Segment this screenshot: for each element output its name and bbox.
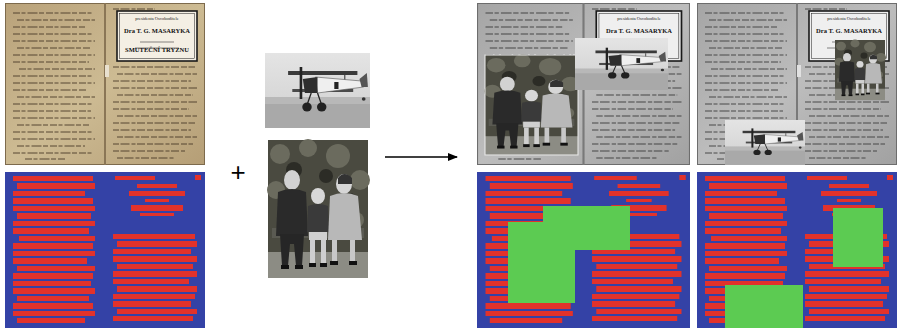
composite-mask <box>477 172 690 328</box>
composite-mask <box>697 172 897 328</box>
text-mask <box>5 172 205 328</box>
plus-sign: + <box>230 159 245 185</box>
family-photo <box>267 139 370 278</box>
card-text: presidenta Osvoboditele <box>135 17 179 22</box>
document-page <box>5 3 205 165</box>
inserted-family-photo <box>835 40 887 100</box>
composite-page <box>697 3 897 165</box>
image-region-mask <box>508 206 630 303</box>
inserted-airplane-photo <box>575 38 668 90</box>
inserted-airplane-photo <box>725 120 805 165</box>
inserted-family-photo <box>484 54 580 155</box>
airplane-photo <box>265 53 370 128</box>
card-heading: SMUTEČNÍ TRYZNU <box>125 47 189 54</box>
card-heading: Dra T. G. MASARYKA <box>816 28 882 35</box>
image-region-mask <box>725 285 803 328</box>
flow-arrow <box>385 156 457 158</box>
card-text: presidenta Osvoboditele <box>827 17 871 22</box>
image-region-mask <box>833 208 883 267</box>
composite-page <box>477 3 690 165</box>
card-heading: Dra T. G. MASARYKA <box>606 28 672 35</box>
photo-border <box>485 55 578 155</box>
card-heading: Dra T. G. MASARYKA <box>124 28 190 35</box>
card-text: presidenta Osvoboditele <box>617 17 661 22</box>
